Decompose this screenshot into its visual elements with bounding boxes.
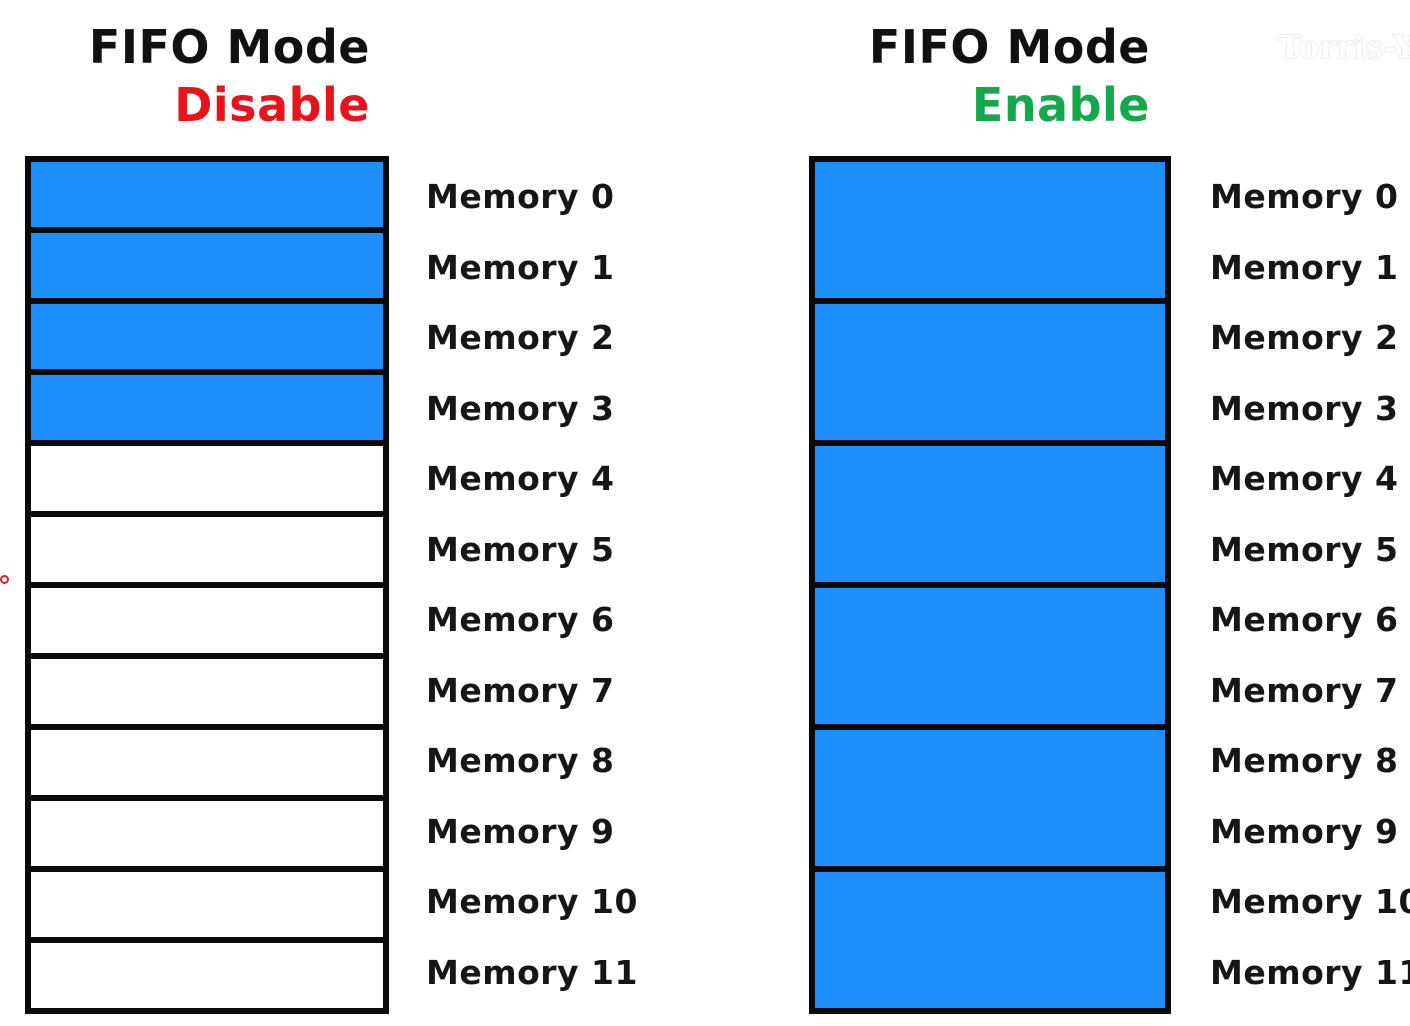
- memory-label: Memory 9: [1210, 811, 1399, 851]
- memory-label: Memory 2: [426, 318, 615, 357]
- memory-stack: [25, 156, 389, 1014]
- memory-block: [31, 801, 383, 866]
- memory-block: [31, 730, 383, 795]
- memory-block: [31, 943, 383, 1008]
- memory-block: [31, 872, 383, 937]
- memory-label: Memory 2: [1210, 318, 1399, 357]
- memory-block: [815, 304, 1165, 440]
- memory-block: [31, 517, 383, 582]
- memory-block: [31, 233, 383, 298]
- memory-label: Memory 3: [426, 388, 615, 428]
- memory-label: Memory 3: [1210, 388, 1399, 428]
- memory-block: [31, 659, 383, 724]
- memory-block: [815, 588, 1165, 724]
- memory-label: Memory 1: [1210, 247, 1399, 287]
- memory-block: [815, 446, 1165, 582]
- memory-label: Memory 7: [1210, 670, 1399, 710]
- memory-label: Memory 10: [1210, 882, 1410, 921]
- memory-label: Memory 8: [426, 741, 615, 780]
- memory-label: Memory 11: [1210, 952, 1410, 992]
- memory-label: Memory 0: [1210, 177, 1399, 216]
- memory-block: [815, 872, 1165, 1008]
- memory-block: [815, 162, 1165, 298]
- panel-status-enable: Enable: [971, 78, 1150, 132]
- panel-status-disable: Disable: [174, 78, 370, 132]
- fifo-enable-panel: FIFO Mode Enable Memory 0 Memory 1 Memor…: [784, 0, 1410, 1026]
- memory-labels: Memory 0 Memory 1 Memory 2 Memory 3 Memo…: [426, 162, 638, 1008]
- memory-block: [31, 588, 383, 653]
- memory-label: Memory 4: [1210, 459, 1399, 498]
- fifo-disable-panel: FIFO Mode Disable Memory 0 Memory 1 Memo…: [0, 0, 640, 1026]
- panel-title: FIFO Mode: [88, 20, 370, 74]
- memory-label: Memory 6: [1210, 600, 1399, 639]
- memory-label: Memory 6: [426, 600, 615, 639]
- memory-label: Memory 1: [426, 247, 615, 287]
- panel-title: FIFO Mode: [868, 20, 1150, 74]
- pointer-dot-icon: [0, 575, 9, 584]
- watermark: Torris-Y: [1278, 28, 1410, 66]
- memory-label: Memory 9: [426, 811, 615, 851]
- memory-block: [31, 446, 383, 511]
- memory-block: [815, 730, 1165, 866]
- memory-label: Memory 11: [426, 952, 638, 992]
- memory-block: [31, 304, 383, 369]
- memory-block: [31, 375, 383, 440]
- memory-label: Memory 5: [426, 529, 615, 569]
- memory-label: Memory 4: [426, 459, 615, 498]
- memory-block: [31, 162, 383, 227]
- memory-label: Memory 7: [426, 670, 615, 710]
- memory-labels: Memory 0 Memory 1 Memory 2 Memory 3 Memo…: [1210, 162, 1410, 1008]
- memory-stack: [809, 156, 1171, 1014]
- memory-label: Memory 5: [1210, 529, 1399, 569]
- memory-label: Memory 8: [1210, 741, 1399, 780]
- memory-label: Memory 0: [426, 177, 615, 216]
- memory-label: Memory 10: [426, 882, 638, 921]
